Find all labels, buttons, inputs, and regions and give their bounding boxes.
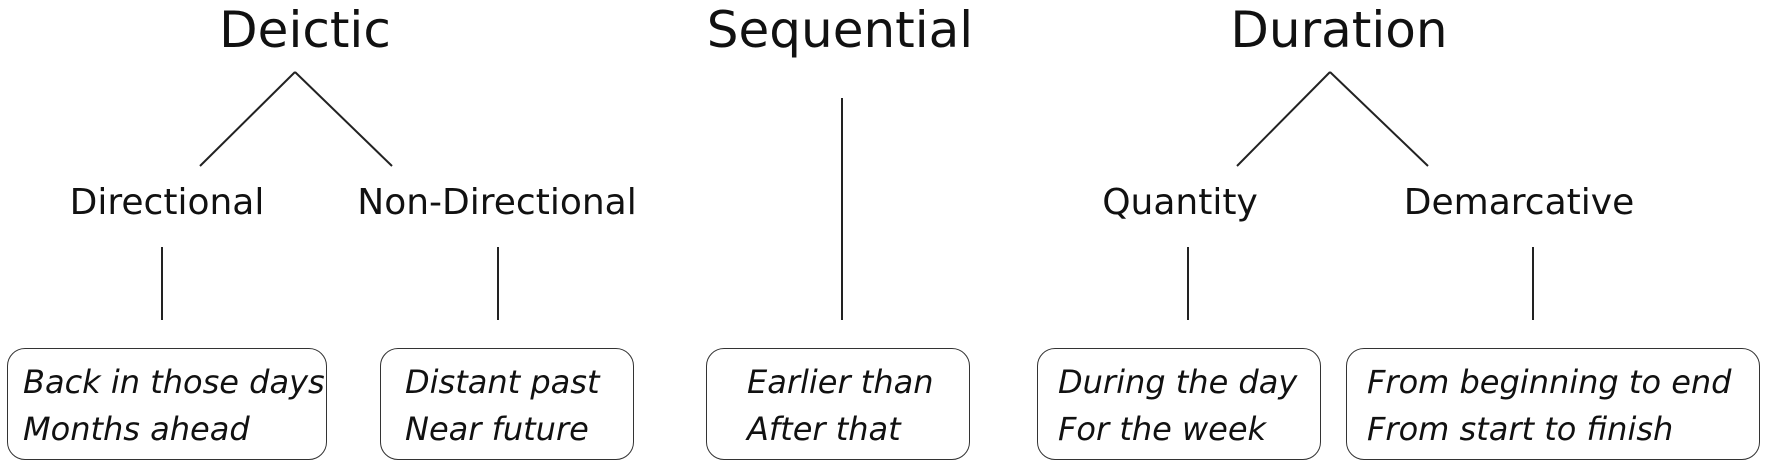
examples-box-directional: Back in those days Months ahead bbox=[7, 348, 327, 460]
example-text: For the week bbox=[1058, 410, 1267, 448]
example-text: During the day bbox=[1058, 363, 1298, 401]
category-non-directional: Non-Directional bbox=[357, 182, 637, 223]
example-text: Near future bbox=[405, 410, 589, 448]
example-text: Back in those days bbox=[23, 363, 325, 401]
root-duration: Duration bbox=[1230, 1, 1448, 59]
example-text: Earlier than bbox=[747, 363, 934, 401]
example-text: Months ahead bbox=[23, 410, 250, 448]
examples-box-sequential: Earlier than After that bbox=[706, 348, 970, 460]
examples-box-quantity: During the day For the week bbox=[1037, 348, 1321, 460]
examples-box-demarcative: From beginning to end From start to fini… bbox=[1346, 348, 1760, 460]
edge-deictic-directional bbox=[199, 71, 296, 167]
example-text: After that bbox=[747, 410, 901, 448]
category-directional: Directional bbox=[69, 182, 265, 223]
example-text: Distant past bbox=[405, 363, 600, 401]
root-sequential: Sequential bbox=[706, 1, 974, 59]
edge-duration-quantity bbox=[1236, 71, 1331, 167]
examples-box-non-directional: Distant past Near future bbox=[380, 348, 634, 460]
example-text: From beginning to end bbox=[1367, 363, 1732, 401]
category-demarcative: Demarcative bbox=[1403, 182, 1635, 223]
edge-duration-demarcative bbox=[1329, 71, 1429, 167]
root-deictic: Deictic bbox=[219, 1, 391, 59]
example-text: From start to finish bbox=[1367, 410, 1674, 448]
edge-deictic-non-directional bbox=[294, 71, 393, 167]
category-quantity: Quantity bbox=[1102, 182, 1258, 223]
